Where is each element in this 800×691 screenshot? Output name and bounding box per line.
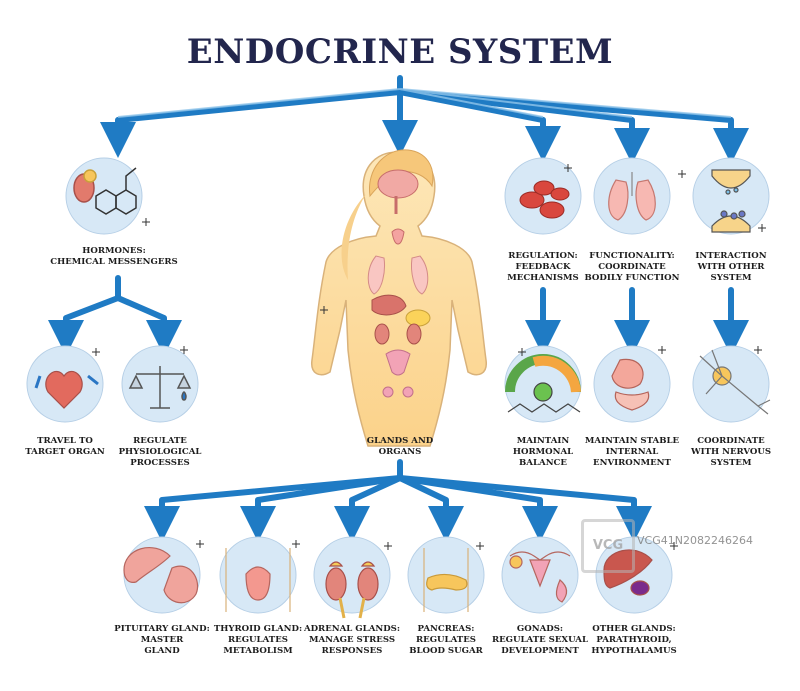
other-glands-icon [603,549,653,596]
gonads-icon [509,551,571,603]
watermark-logo: VCG [581,519,635,573]
label-maintain-hormonal-balance: MAINTAIN HORMONAL BALANCE [512,436,574,468]
adrenal-icon [325,561,379,619]
label-coordinate-nervous-system: COORDINATE WITH NERVOUS SYSTEM [690,436,772,468]
label-functionality: FUNCTIONALITY: COORDINATE BODILY FUNCTIO… [584,251,680,283]
blood-cells-icon [519,180,570,219]
label-adrenal-glands: ADRENAL GLANDS: MANAGE STRESS RESPONSES [303,624,401,656]
gauge-icon [505,354,581,413]
label-maintain-stable-environment: MAINTAIN STABLE INTERNAL ENVIRONMENT [584,436,680,468]
pituitary-icon [123,547,199,604]
label-travel-to-target-organ: TRAVEL TO TARGET ORGAN [25,436,105,457]
sparkle-decorations [92,164,766,550]
label-regulate-physiological-processes: REGULATE PHYSIOLOGICAL PROCESSES [118,436,202,468]
label-pituitary-gland: PITUITARY GLAND: MASTER GLAND [114,624,210,656]
pancreas-icon [423,548,469,612]
hormone-molecule-icon [73,167,137,215]
page-title: ENDOCRINE SYSTEM [186,32,614,72]
heart-icon [34,370,99,409]
lungs-icon [608,172,656,221]
label-pancreas: PANCREAS: REGULATES BLOOD SUGAR [409,624,483,656]
label-hormones: HORMONES: CHEMICAL MESSENGERS [50,246,178,267]
label-gonads: GONADS: REGULATE SEXUAL DEVELOPMENT [491,624,589,656]
label-thyroid-gland: THYROID GLAND: REGULATES METABOLISM [213,624,303,656]
label-other-glands: OTHER GLANDS: PARATHYROID, HYPOTHALAMUS [591,624,677,656]
watermark-id: VCG41N2082246264 [637,534,753,547]
top-connectors [100,75,749,164]
label-glands-and-organs: GLANDS AND ORGANS [366,436,434,457]
thyroid-icon [225,548,291,612]
synapse-icon [711,169,751,233]
label-interaction: INTERACTION WITH OTHER SYSTEM [695,251,767,283]
label-regulation: REGULATION: FEEDBACK MECHANISMS [507,251,579,283]
stomach-icon [611,358,650,411]
neuron-icon [699,349,771,415]
scale-icon [128,366,192,409]
right-connectors [525,287,749,356]
bottom-connectors [144,459,652,542]
body-illustration [311,149,487,447]
hormones-connectors [48,275,182,356]
